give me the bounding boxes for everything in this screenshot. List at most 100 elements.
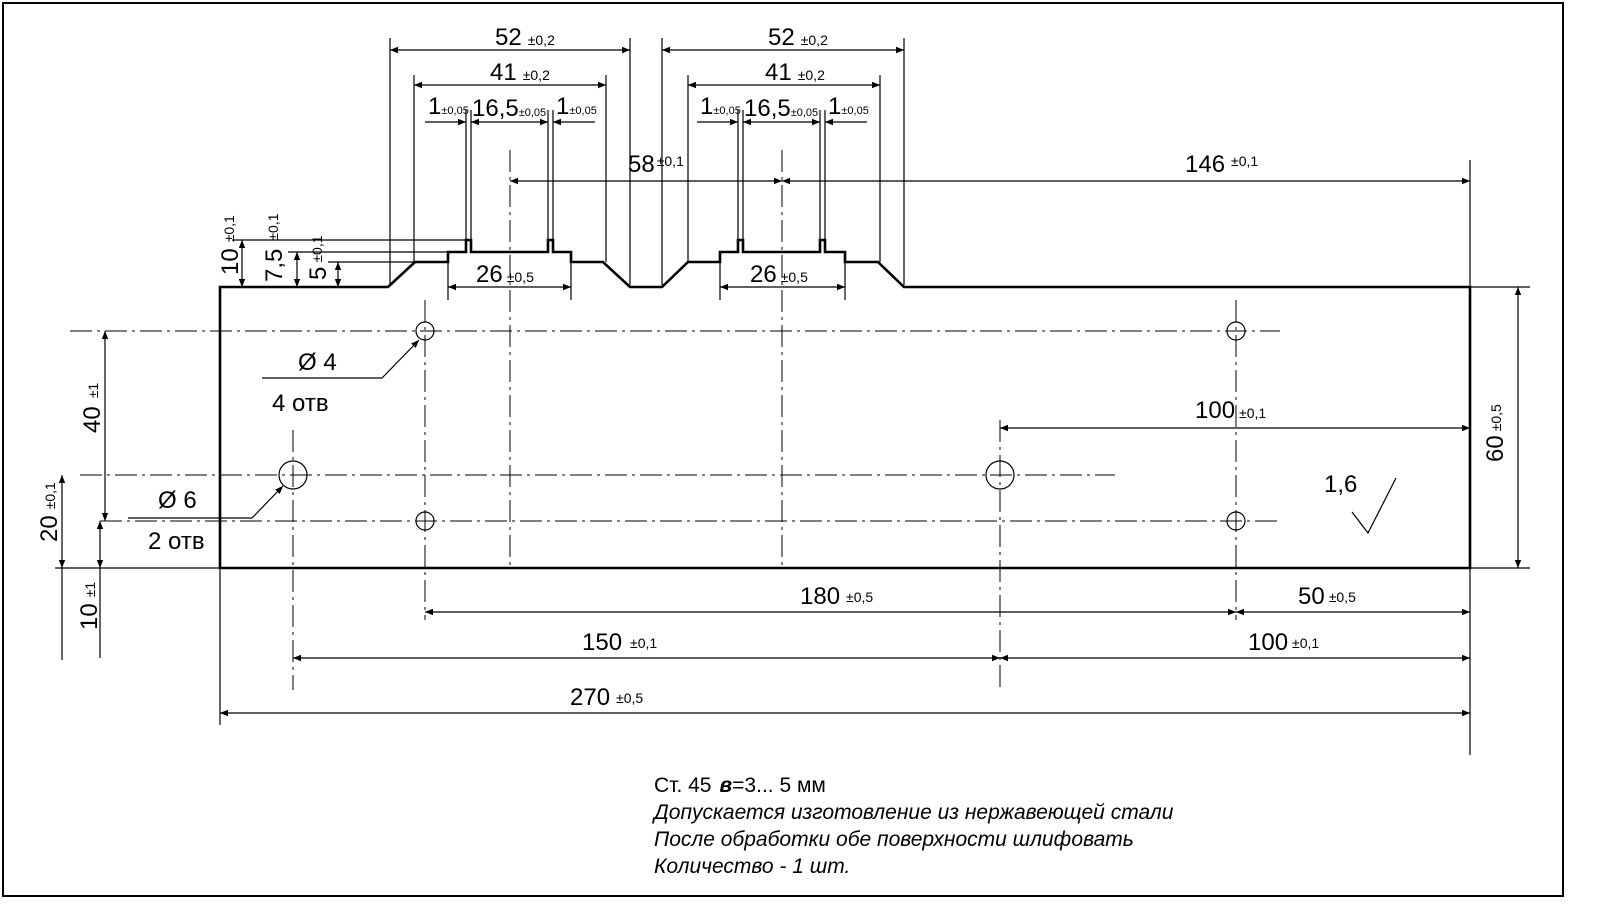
dim-tolerance: ±0,5 (507, 269, 534, 285)
dim-tolerance: ±0,5 (616, 690, 643, 706)
dim-value: 1 (428, 93, 441, 120)
dim-tolerance: ±0,2 (523, 67, 550, 83)
drawing-notes: Ст. 45 в=3... 5 мм Допускается изготовлен… (652, 774, 1174, 878)
dim-tolerance: ±0,5 (846, 589, 873, 605)
dim-value: 1 (700, 93, 713, 120)
dim-value: 146 (1185, 151, 1225, 178)
dim-tolerance: ±0,5 (781, 269, 808, 285)
hole-d4 (1226, 511, 1246, 531)
dim-value: =3... 5 мм (732, 774, 826, 797)
drawing-frame (2, 2, 1564, 897)
surface-roughness: 1,6 (1324, 471, 1357, 498)
svg-text:150±0,1: 150 ±0,1 (582, 629, 657, 656)
dim-value: 1 (556, 93, 569, 120)
dim-value: 180 (800, 583, 840, 610)
extension-lines (55, 38, 1530, 755)
dim-value: 26 (750, 261, 777, 288)
dim-value: 58 (628, 151, 655, 178)
dim-value: 100 (1195, 397, 1235, 424)
dim-value: в (719, 774, 732, 797)
svg-text:16,5±0,05: 16,5±0,05 (472, 95, 546, 122)
dim-value: 26 (476, 261, 503, 288)
material-note: Ст. 45 в=3... 5 мм (654, 774, 826, 797)
center-lines (70, 150, 1280, 690)
dim-value: 20 (36, 515, 63, 542)
svg-text:50±0,5: 50±0,5 (1298, 583, 1356, 610)
svg-text:1±0,05: 1±0,05 (556, 93, 597, 120)
svg-text:100±0,1: 100±0,1 (1248, 629, 1319, 656)
dim-value: 5 (305, 267, 332, 280)
note-line-3: Количество - 1 шт. (654, 855, 850, 878)
svg-text:58±0,1: 58±0,1 (628, 151, 684, 178)
dim-tolerance: ±0,1 (42, 482, 58, 509)
dim-value: 52 (768, 24, 795, 51)
dim-value: 270 (570, 684, 610, 711)
dim-value: 60 (1482, 435, 1509, 462)
dim-value: 10 (76, 603, 103, 630)
dim-tolerance: ±0,05 (791, 107, 818, 119)
dim-value: 41 (490, 59, 517, 86)
note-line-2: После обработки обе поверхности шлифоват… (654, 828, 1134, 851)
dim-tolerance: ±0,2 (801, 32, 828, 48)
hole-d6-diameter: Ø 6 (158, 487, 197, 514)
dim-tolerance: ±0,1 (309, 235, 325, 262)
dim-value: 10 (217, 248, 244, 275)
dim-value: 16,5 (744, 95, 791, 122)
dim-value: Ст. 45 (654, 774, 711, 797)
dim-tolerance: ±1 (85, 383, 101, 399)
dim-value: 52 (495, 24, 522, 51)
hole-d4-diameter: Ø 4 (298, 349, 337, 376)
dim-tolerance: ±0,2 (798, 67, 825, 83)
dim-tolerance: ±0,05 (519, 107, 546, 119)
plate-outline (218, 238, 1472, 570)
dim-value: 7,5 (261, 249, 288, 282)
svg-text:1±0,05: 1±0,05 (700, 93, 741, 120)
dim-tolerance: ±0,1 (630, 635, 657, 651)
dim-tolerance: ±0,5 (1329, 589, 1356, 605)
dim-tolerance: ±0,1 (221, 215, 237, 242)
dim-tolerance: ±0,05 (713, 105, 740, 117)
hole-d4-count: 4 отв (272, 390, 329, 417)
svg-text:100±0,1: 100±0,1 (1195, 397, 1266, 424)
svg-text:41±0,2: 41 ±0,2 (765, 59, 825, 86)
dimension-lines (58, 46, 1522, 717)
dim-value: 16,5 (472, 95, 519, 122)
svg-text:20±0,1: 20 ±0,1 (36, 482, 63, 542)
hole-d6-count: 2 отв (148, 528, 205, 555)
svg-text:1±0,05: 1±0,05 (828, 93, 869, 120)
dim-tolerance: ±0,05 (569, 105, 596, 117)
svg-text:146±0,1: 146 ±0,1 (1185, 151, 1258, 178)
dim-tolerance: ±0,1 (265, 213, 281, 240)
svg-text:180±0,5: 180 ±0,5 (800, 583, 873, 610)
svg-text:5±0,1: 5 ±0,1 (305, 235, 332, 280)
hole-d4 (415, 321, 435, 341)
dim-tolerance: ±0,2 (528, 32, 555, 48)
svg-text:26±0,5: 26±0,5 (750, 261, 808, 288)
svg-text:10±1: 10±1 (76, 582, 103, 630)
dim-tolerance: ±0,1 (1292, 635, 1319, 651)
dim-tolerance: ±0,05 (441, 105, 468, 117)
dim-value: 1 (828, 93, 841, 120)
svg-text:1±0,05: 1±0,05 (428, 93, 469, 120)
svg-text:41±0,2: 41 ±0,2 (490, 59, 550, 86)
holes (278, 321, 1246, 531)
dim-tolerance: ±0,05 (841, 105, 868, 117)
hole-d6 (985, 460, 1015, 490)
hole-d4 (415, 511, 435, 531)
svg-text:16,5±0,05: 16,5±0,05 (744, 95, 818, 122)
svg-text:40±1: 40±1 (79, 383, 106, 433)
hole-d6 (278, 460, 308, 490)
svg-text:10±0,1: 10 ±0,1 (217, 215, 244, 275)
note-line-1: Допускается изготовление из нержавеющей … (652, 801, 1174, 824)
dim-value: 150 (582, 629, 622, 656)
dimension-labels: 52±0,2 52±0,2 41±0,2 41±0,2 1±0,05 16,5±… (36, 24, 1509, 711)
dim-tolerance: ±0,1 (1231, 153, 1258, 169)
dim-value: 41 (765, 59, 792, 86)
dim-tolerance: ±0,1 (1239, 405, 1266, 421)
dim-value: 100 (1248, 629, 1288, 656)
dim-value: 50 (1298, 583, 1325, 610)
dim-tolerance: ±1 (82, 582, 98, 598)
svg-text:270±0,5: 270 ±0,5 (570, 684, 643, 711)
hole-d4 (1226, 321, 1246, 341)
